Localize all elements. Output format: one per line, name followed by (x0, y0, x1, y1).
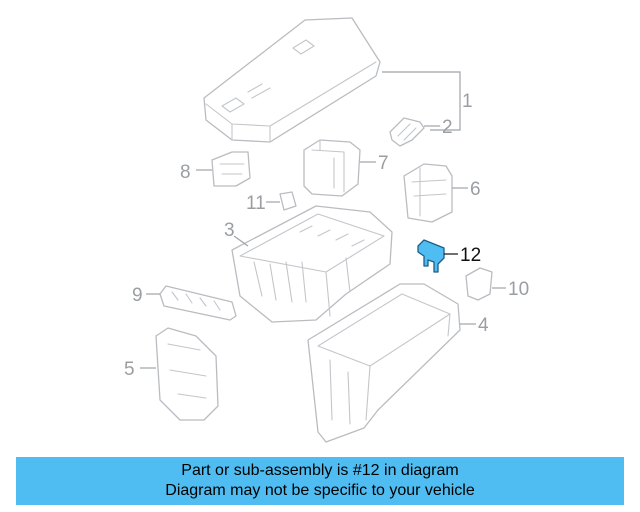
callout-11: 11 (246, 193, 280, 214)
part-1-cover (203, 17, 381, 143)
callout-1: 1 (382, 71, 473, 131)
callout-6: 6 (452, 179, 481, 200)
callout-3: 3 (224, 220, 249, 247)
part-7-relay-holder (303, 139, 361, 197)
part-8-bracket (211, 151, 251, 187)
callout-11-label: 11 (246, 193, 266, 214)
part-2-clip (389, 117, 425, 147)
part-12-fuse (417, 239, 445, 273)
callout-12-label: 12 (460, 245, 481, 266)
callout-2-label: 2 (442, 117, 453, 138)
callout-7-label: 7 (378, 153, 389, 174)
callout-5-label: 5 (124, 359, 135, 380)
callout-9: 9 (132, 285, 160, 306)
callout-12: 12 (444, 245, 481, 266)
callout-10: 10 (492, 279, 529, 300)
part-6-relay-block (403, 163, 453, 223)
part-10-relay (465, 267, 493, 301)
part-11-small-fuse (279, 191, 297, 211)
part-5-mounting-bracket (155, 327, 219, 421)
part-4-lower-tray (307, 283, 461, 443)
part-12-fuse-body (417, 239, 445, 273)
banner-line-1: Part or sub-assembly is #12 in diagram (181, 462, 459, 479)
part-9-connector-strip (159, 285, 237, 321)
callout-10-label: 10 (508, 279, 529, 300)
callout-5: 5 (124, 359, 156, 380)
info-banner: Part or sub-assembly is #12 in diagram D… (16, 457, 624, 505)
callout-7: 7 (360, 153, 389, 174)
callout-3-label: 3 (224, 220, 235, 241)
callout-1-label: 1 (462, 91, 473, 112)
banner-line-2: Diagram may not be specific to your vehi… (165, 482, 475, 499)
callout-4-label: 4 (478, 315, 489, 336)
callout-6-label: 6 (470, 179, 481, 200)
callout-2: 2 (424, 117, 453, 138)
callout-8-label: 8 (180, 162, 191, 183)
part-3-fuse-box-body (231, 205, 393, 323)
callout-9-label: 9 (132, 285, 143, 306)
callout-8: 8 (180, 162, 212, 183)
callout-4: 4 (460, 315, 489, 336)
